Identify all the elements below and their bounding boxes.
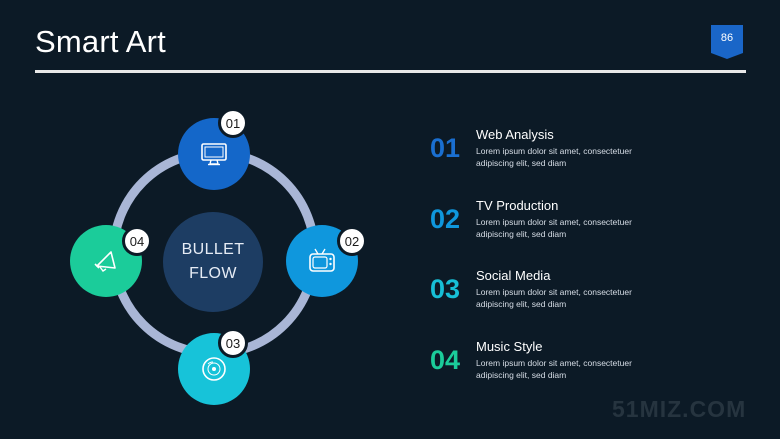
item-description: Lorem ipsum dolor sit amet, consectetuer… (476, 146, 632, 168)
flow-node-04-badge: 04 (122, 226, 152, 256)
disc-icon (202, 357, 226, 381)
center-label-line2: FLOW (189, 265, 237, 282)
item-number: 01 (430, 133, 461, 163)
page-number-badge: 86 (711, 25, 743, 59)
flow-node-03-badge: 03 (218, 328, 248, 358)
list-item: 03 Social Media Lorem ipsum dolor sit am… (430, 268, 750, 324)
megaphone-icon (94, 251, 116, 272)
item-title: Music Style (476, 339, 543, 354)
item-title: TV Production (476, 198, 559, 213)
page-number: 86 (720, 32, 734, 44)
tv-icon (309, 248, 335, 272)
title-divider (35, 70, 746, 73)
center-label-line1: BULLET (181, 241, 245, 258)
item-description: Lorem ipsum dolor sit amet, consectetuer… (476, 217, 632, 239)
center-disc: BULLET FLOW (163, 212, 263, 312)
item-number: 04 (430, 345, 461, 375)
flow-node-01-badge: 01 (218, 108, 248, 138)
ribbon-shape (711, 25, 743, 59)
item-number: 02 (430, 204, 461, 234)
item-title: Social Media (476, 268, 551, 283)
item-number: 03 (430, 274, 461, 304)
item-title: Web Analysis (476, 127, 554, 142)
slide-title: Smart Art (35, 24, 166, 59)
list-item: 01 Web Analysis Lorem ipsum dolor sit am… (430, 127, 750, 183)
watermark: 51MIZ.COM (612, 396, 747, 422)
item-description: Lorem ipsum dolor sit amet, consectetuer… (476, 358, 632, 380)
flow-node-02-badge: 02 (337, 226, 367, 256)
list-item: 04 Music Style Lorem ipsum dolor sit ame… (430, 339, 750, 395)
item-description: Lorem ipsum dolor sit amet, consectetuer… (476, 287, 632, 309)
monitor-icon (201, 143, 227, 166)
list-item: 02 TV Production Lorem ipsum dolor sit a… (430, 198, 750, 254)
